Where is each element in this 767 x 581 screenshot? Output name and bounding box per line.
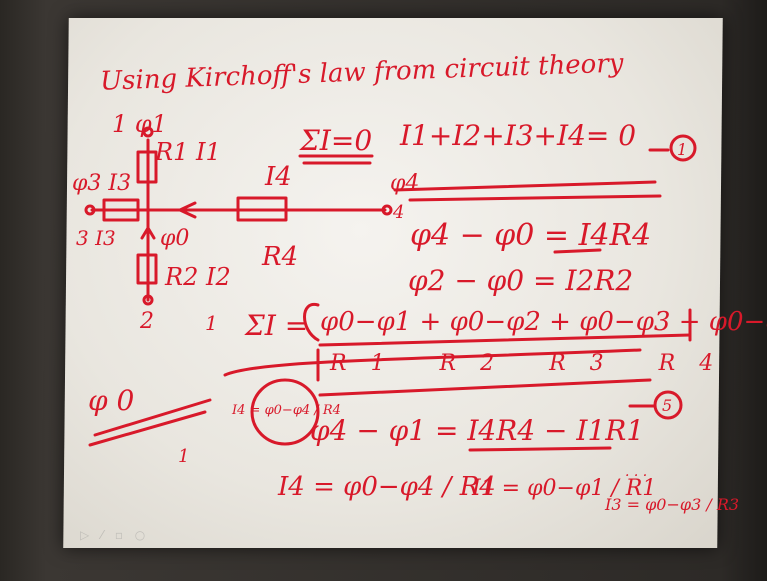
- kcl: ΣI=0: [299, 124, 372, 157]
- eq-v2: φ2 − φ0 = I2R2: [408, 264, 633, 297]
- eq-v4: φ4 − φ0 = I4R4: [410, 218, 651, 253]
- eq5-tag: 5: [662, 396, 672, 415]
- kcl-sum: I1+I2+I3+I4= 0: [399, 119, 636, 152]
- i4-boxed: I4 = φ0−φ4 / R4: [231, 403, 341, 418]
- node4b-label: 4: [392, 202, 404, 223]
- final-i3: I3 = φ0−φ3 / R3: [604, 495, 739, 514]
- trailing-dots: · · ·: [625, 468, 647, 484]
- r4-label: R4: [261, 242, 298, 272]
- r1-label: R1 I1: [154, 138, 221, 166]
- faint-controls: ▷ ⁄ ▫ ○: [80, 528, 150, 542]
- eq-v41: φ4 − φ1 = I4R4 − I1R1: [310, 414, 644, 447]
- node2-label: 2: [139, 309, 154, 334]
- final-i1: I1 = φ0−φ1 / R1: [471, 476, 656, 501]
- side-1b: 1: [178, 446, 189, 467]
- heading: Using Kirchoff's law from circuit theory: [100, 48, 625, 96]
- side-1: 1: [205, 311, 218, 335]
- node1-label: 1 φ1: [112, 110, 167, 138]
- r2-label: R2 I2: [164, 263, 231, 291]
- sum-lhs: ΣI =: [244, 309, 308, 342]
- sum-rhs: φ0−φ1 + φ0−φ2 + φ0−φ3 + φ0−φ4: [320, 307, 767, 337]
- eq1-tag: 1: [677, 140, 687, 159]
- node3-label: φ3 I3: [72, 171, 131, 196]
- i4-label: I4: [264, 162, 292, 192]
- node3b-label: 3 I3: [76, 226, 116, 250]
- phi0-side: φ 0: [88, 384, 134, 417]
- final-i4: I4 = φ0−φ4 / R4: [277, 472, 496, 502]
- node0-label: φ0: [160, 226, 189, 251]
- node4-label: φ4: [390, 171, 419, 196]
